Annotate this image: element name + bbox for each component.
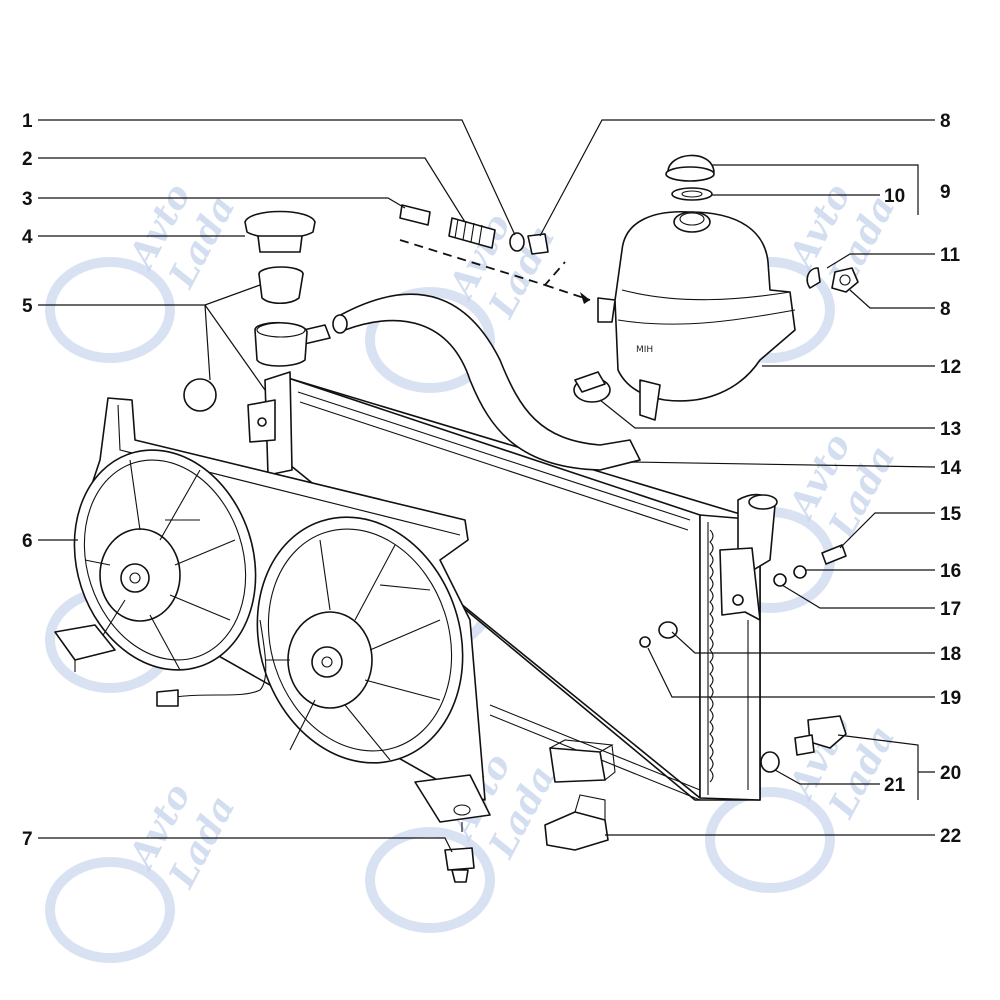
callout-2: 2 [22,149,33,170]
filler-cap-parts [183,210,316,412]
callout-12: 12 [940,357,961,378]
callout-5: 5 [22,296,33,317]
callout-4: 4 [22,227,33,248]
callout-10: 10 [884,186,905,207]
callout-8-bottom: 8 [940,299,951,320]
callout-17: 17 [940,599,961,620]
hose-clamp [573,371,611,403]
callout-19: 19 [940,688,961,709]
fan-shroud-assembly [54,397,491,832]
tank-cap-and-seal [665,154,715,201]
callout-22: 22 [940,826,961,847]
callout-7: 7 [22,829,33,850]
callout-11: 11 [940,245,961,266]
callout-15: 15 [940,504,962,525]
leader-lines [38,119,936,853]
mount-block [549,739,616,783]
callout-8-top: 8 [940,111,951,132]
callout-6: 6 [22,531,33,552]
callouts: 1 2 3 4 5 6 7 8 9 10 11 8 12 13 14 15 16… [22,111,962,850]
callout-1: 1 [22,111,33,132]
tank-stamp: MIH [636,345,653,355]
expansion-tank: MIH [597,210,796,421]
clamp-and-nut [806,267,859,293]
radiator [247,371,778,801]
callout-9: 9 [940,182,951,203]
callout-20: 20 [940,763,961,784]
callout-14: 14 [940,458,962,479]
small-fittings [399,204,847,883]
callout-21: 21 [884,775,906,796]
callout-13: 13 [940,419,961,440]
callout-3: 3 [22,189,33,210]
callout-18: 18 [940,644,961,665]
callout-16: 16 [940,561,961,582]
